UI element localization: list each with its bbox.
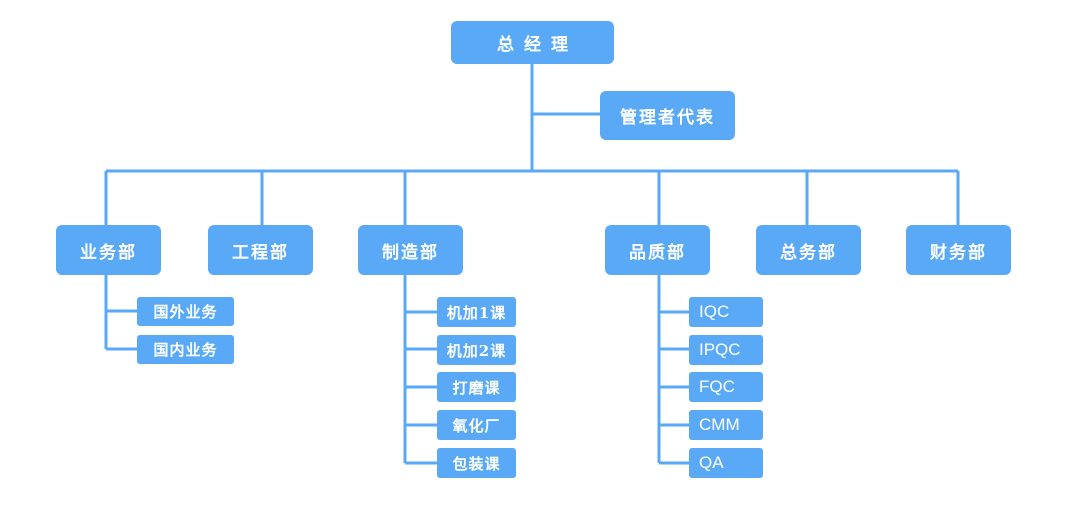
unit-box: QA — [689, 448, 763, 478]
unit-box: FQC — [689, 372, 763, 402]
unit-box: CMM — [689, 410, 763, 440]
unit-box: 机加2课 — [437, 335, 516, 365]
unit-box: 包装课 — [437, 448, 516, 478]
unit-box: 机加1课 — [437, 297, 516, 327]
management-representative-box: 管理者代表 — [600, 91, 735, 140]
unit-box: IPQC — [689, 335, 763, 365]
unit-box: 国外业务 — [137, 297, 234, 326]
department-box-finance: 财务部 — [906, 225, 1011, 275]
department-box-manufacturing: 制造部 — [358, 225, 463, 275]
unit-box: 国内业务 — [137, 335, 234, 364]
department-box-sales: 业务部 — [56, 225, 161, 275]
general-manager-box: 总经理 — [451, 21, 614, 64]
department-box-engineering: 工程部 — [208, 225, 313, 275]
department-box-quality: 品质部 — [605, 225, 710, 275]
unit-box: IQC — [689, 297, 763, 327]
unit-box: 氧化厂 — [437, 410, 516, 440]
department-box-general-affairs: 总务部 — [756, 225, 861, 275]
unit-box: 打磨课 — [437, 372, 516, 402]
